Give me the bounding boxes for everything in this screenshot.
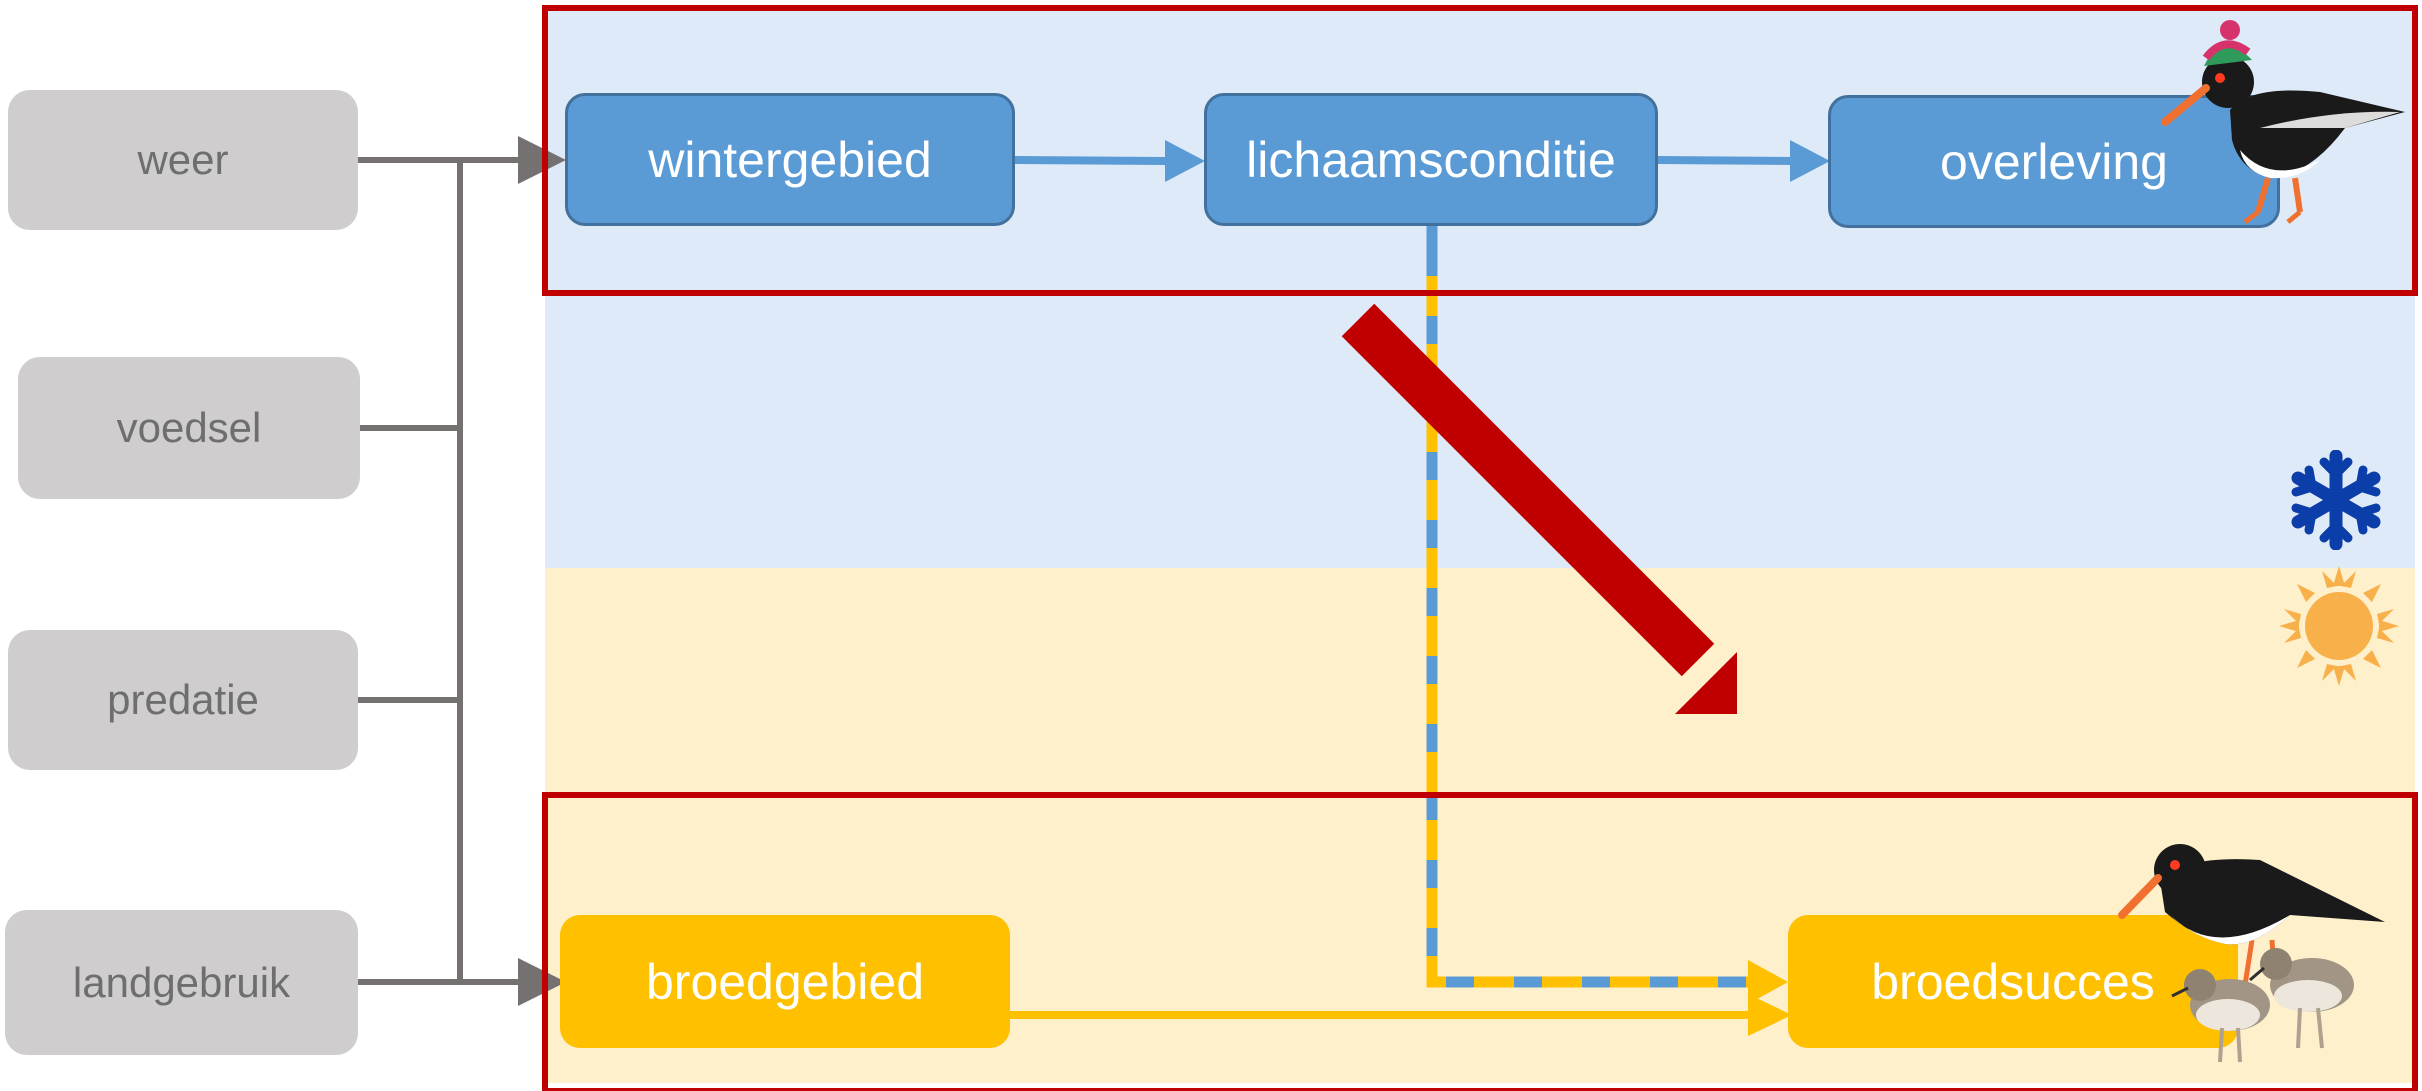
factor-landgebruik: landgebruik xyxy=(5,910,358,1055)
sun-icon xyxy=(2279,566,2399,686)
factor-voedsel: voedsel xyxy=(18,357,360,499)
lichaamsconditie-box: lichaamsconditie xyxy=(1204,93,1658,226)
snowflake-icon xyxy=(2291,450,2381,550)
factor-predatie: predatie xyxy=(8,630,358,770)
carry-over-arrow xyxy=(1341,303,1737,714)
condition-to-success-path xyxy=(1426,226,1788,1004)
wintergebied-box: wintergebied xyxy=(565,93,1015,226)
arrow-head xyxy=(1790,140,1830,182)
broedgebied-box: broedgebied xyxy=(560,915,1010,1048)
arrow-head xyxy=(1165,140,1205,182)
winter-frame xyxy=(542,5,2418,296)
overleving-box: overleving xyxy=(1828,95,2280,228)
breeding-frame xyxy=(542,792,2418,1091)
factor-weer: weer xyxy=(8,90,358,230)
breeding-chain-arrow xyxy=(1010,994,1792,1036)
broedsucces-box: broedsucces xyxy=(1788,915,2238,1048)
factor-connectors xyxy=(358,136,566,1006)
winter-chain-arrows xyxy=(1014,140,1830,182)
